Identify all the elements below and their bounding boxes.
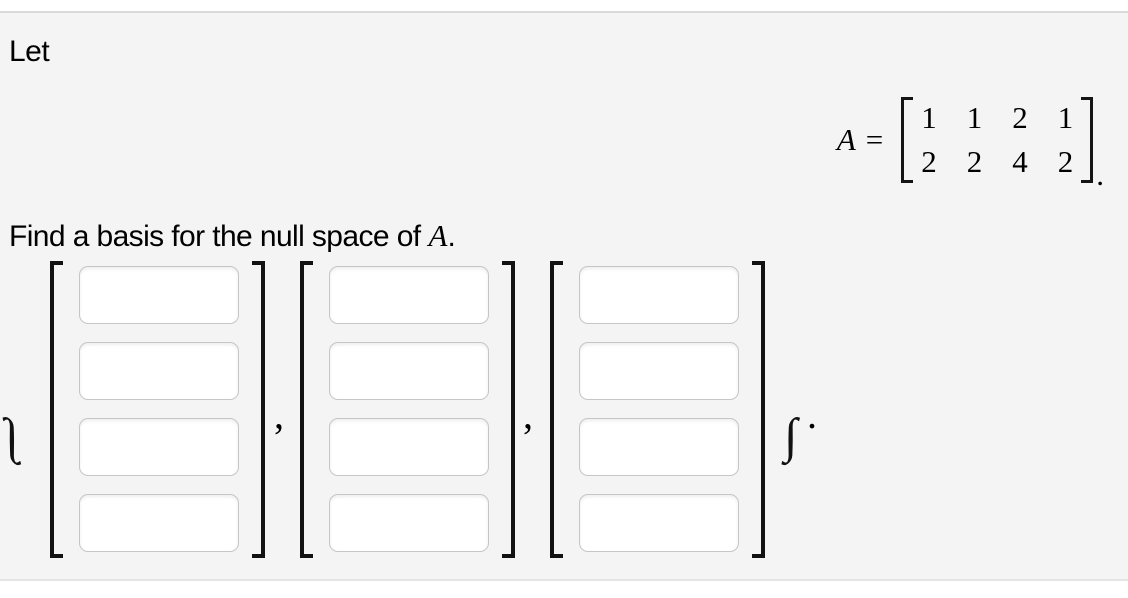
set-close-brace-icon: ∫ bbox=[784, 408, 798, 463]
vector-close-bracket-icon bbox=[752, 261, 765, 558]
vector-open-bracket-icon bbox=[300, 261, 313, 558]
vector-separator-comma: , bbox=[523, 392, 533, 437]
vector1-entry1-input[interactable] bbox=[79, 266, 239, 324]
vector-entries bbox=[579, 261, 739, 558]
vector1-entry4-input[interactable] bbox=[79, 494, 239, 552]
vector3-entry2-input[interactable] bbox=[579, 342, 739, 400]
equation-period: . bbox=[1096, 156, 1104, 192]
set-open-brace-icon: ∫ bbox=[5, 408, 19, 463]
vector3-entry3-input[interactable] bbox=[579, 418, 739, 476]
matrix-cell: 1 bbox=[1057, 100, 1074, 135]
matrix-close-bracket-icon bbox=[1081, 97, 1094, 183]
vector-open-bracket-icon bbox=[550, 261, 563, 558]
answer-region: ∫ , , bbox=[0, 13, 1128, 579]
problem-panel: Let A = 1 1 2 1 2 2 4 2 . Find a basis f… bbox=[0, 11, 1128, 581]
matrix-grid: 1 1 2 1 2 2 4 2 bbox=[913, 97, 1081, 183]
vector2-entry3-input[interactable] bbox=[329, 418, 489, 476]
vector2-entry4-input[interactable] bbox=[329, 494, 489, 552]
basis-vector-3 bbox=[550, 261, 765, 558]
vector-entries bbox=[329, 261, 489, 558]
matrix-cell: 1 bbox=[921, 100, 937, 135]
matrix-lhs-symbol: A bbox=[836, 122, 856, 157]
vector-open-bracket-icon bbox=[50, 261, 63, 558]
matrix: 1 1 2 1 2 2 4 2 bbox=[901, 97, 1094, 183]
basis-vector-1 bbox=[50, 261, 265, 558]
question-prefix: Find a basis for the null space of bbox=[9, 220, 421, 253]
vector3-entry1-input[interactable] bbox=[579, 266, 739, 324]
matrix-cell: 2 bbox=[1012, 100, 1028, 135]
vector-close-bracket-icon bbox=[252, 261, 265, 558]
matrix-cell: 2 bbox=[1057, 144, 1074, 179]
equals-sign: = bbox=[865, 122, 884, 157]
vector3-entry4-input[interactable] bbox=[579, 494, 739, 552]
set-close-period: . bbox=[807, 392, 817, 437]
basis-vector-2 bbox=[300, 261, 515, 558]
vector2-entry2-input[interactable] bbox=[329, 342, 489, 400]
question-matrix-symbol: A bbox=[428, 218, 448, 253]
question-period: . bbox=[447, 220, 456, 253]
vector1-entry3-input[interactable] bbox=[79, 418, 239, 476]
equation-display: A = 1 1 2 1 2 2 4 2 . bbox=[836, 97, 1104, 192]
matrix-cell: 2 bbox=[921, 144, 937, 179]
matrix-open-bracket-icon bbox=[901, 97, 914, 183]
intro-text: Let bbox=[9, 35, 50, 68]
vector-separator-comma: , bbox=[274, 392, 284, 437]
vector1-entry2-input[interactable] bbox=[79, 342, 239, 400]
matrix-cell: 4 bbox=[1012, 144, 1028, 179]
matrix-cell: 1 bbox=[966, 100, 983, 135]
vector2-entry1-input[interactable] bbox=[329, 266, 489, 324]
vector-entries bbox=[79, 261, 239, 558]
vector-close-bracket-icon bbox=[502, 261, 515, 558]
matrix-cell: 2 bbox=[966, 144, 983, 179]
